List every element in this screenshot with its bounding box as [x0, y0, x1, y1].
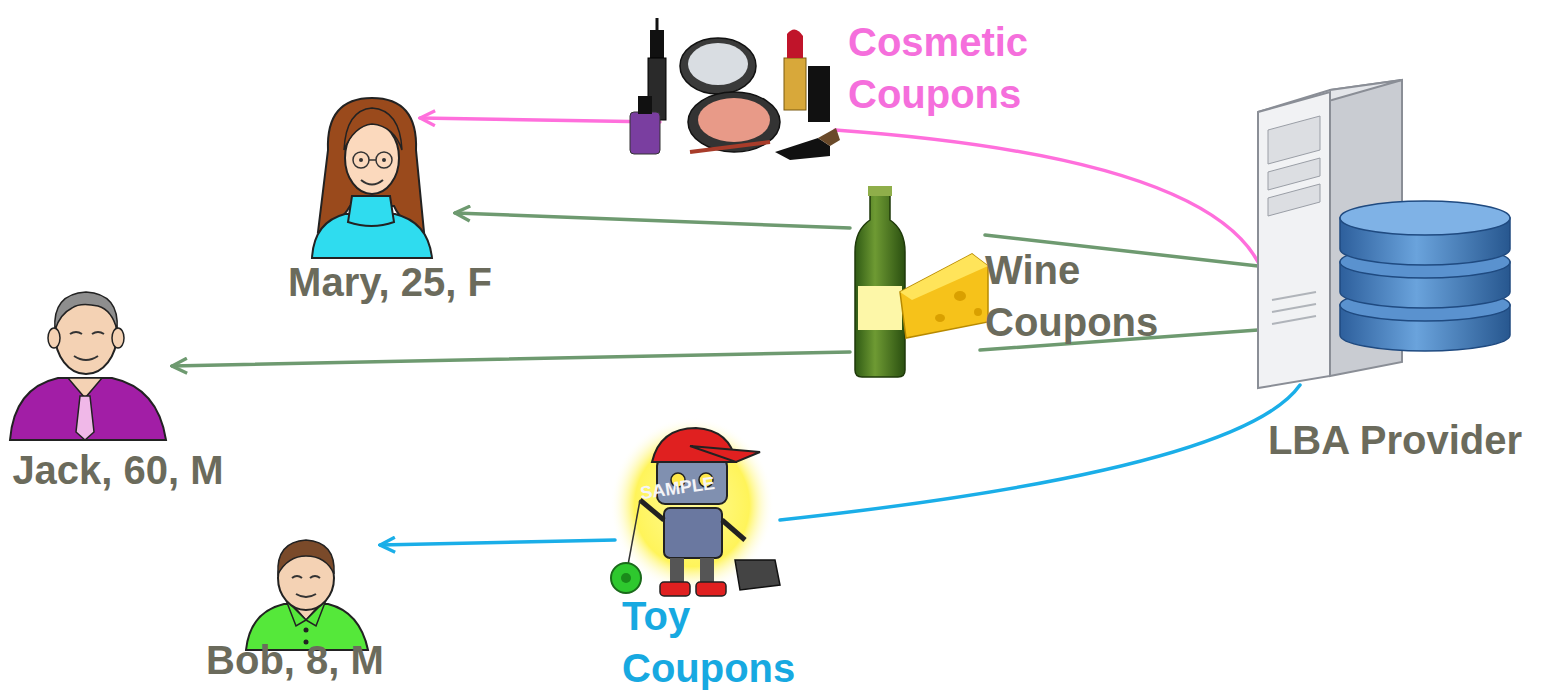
- coupon-arrow: [420, 118, 660, 122]
- cosmetics-illustration: [630, 18, 840, 160]
- node-label: Cosmetic Coupons: [848, 16, 1048, 120]
- node-label: LBA Provider: [1240, 414, 1550, 466]
- coupon-arrow: [455, 213, 850, 228]
- node-label: Bob, 8, M: [190, 634, 400, 686]
- coupon-arrow: [780, 385, 1300, 520]
- node-label: Wine Coupons: [985, 244, 1175, 348]
- node-label: Jack, 60, M: [0, 444, 236, 496]
- coupon-item: Cosmetic Coupons: [620, 15, 1050, 165]
- boy-figure: [246, 540, 368, 650]
- wine-cheese-illustration: [855, 186, 988, 377]
- coupon-arrow: [172, 352, 850, 366]
- coupon-item: Toy Coupons: [600, 415, 820, 695]
- node-label: Toy Coupons: [622, 590, 812, 694]
- old-man-figure: [10, 292, 166, 440]
- provider-server: LBA Provider: [1240, 70, 1550, 470]
- woman-figure: [312, 98, 432, 258]
- coupon-item: Wine Coupons: [840, 180, 1180, 380]
- robot-toy-illustration: [610, 417, 780, 596]
- user-figure: Mary, 25, F: [280, 95, 500, 310]
- coupon-arrow: [380, 540, 615, 545]
- user-figure: Bob, 8, M: [190, 535, 400, 690]
- user-figure: Jack, 60, M: [0, 285, 240, 500]
- server-database-illustration: [1258, 80, 1510, 388]
- node-label: Mary, 25, F: [280, 256, 500, 308]
